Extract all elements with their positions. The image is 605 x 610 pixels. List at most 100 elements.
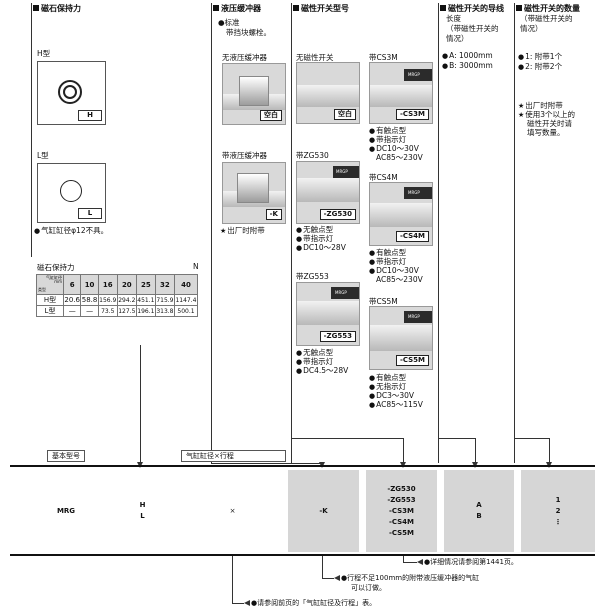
h-type-code: H [78, 110, 102, 121]
cs3m-spec: 带指示灯 [369, 134, 406, 145]
cs5m-spec: 无指示灯 [369, 381, 406, 392]
leader-line-lead [438, 3, 439, 463]
no-buffer-code: 空白 [260, 110, 282, 121]
code-cell-bore-stroke: × [229, 506, 236, 515]
bore-header: 16 [97, 274, 118, 295]
l-type-label: L型 [37, 151, 49, 160]
switch-none-label: 无磁性开关 [296, 53, 334, 62]
magnet-note: 气缸缸径φ12不具。 [34, 225, 108, 236]
bore-header: 6 [62, 274, 82, 295]
connector-count [514, 438, 549, 439]
bore-header: 10 [80, 274, 99, 295]
zg530-code: -ZG530 [319, 209, 356, 220]
cs4m-spec: DC10～30V [369, 265, 419, 276]
switch-count-note2c: 填写数量。 [527, 128, 565, 137]
no-buffer-photo: 空白 [222, 63, 286, 125]
switch-count-1: 1: 附带1个 [518, 51, 562, 62]
code-cell-buffer: -K [288, 470, 359, 552]
zg530-spec: 无触点型 [296, 224, 333, 235]
note-buffer-stroke: ●行程不足100mm的附带液压缓冲器的气缸 [341, 574, 480, 582]
connector-lead [438, 438, 475, 439]
header-switch-count: 磁性开关的数量 [516, 4, 580, 14]
header-lead-length: 磁性开关的导线 [440, 4, 504, 14]
bore-header: 32 [154, 274, 175, 295]
with-buffer-label: 带液压缓冲器 [222, 151, 267, 160]
cs3m-spec: DC10～30V [369, 143, 419, 154]
leader-line-magnet [31, 3, 32, 257]
force-title: 磁石保持力 [37, 263, 75, 272]
connector-switch-down [403, 438, 404, 463]
zg530-photo: MRGP -ZG530 [296, 161, 360, 224]
leader-line-switch [291, 3, 292, 463]
leader-line-magnet-down [140, 345, 141, 463]
header-buffer: 液压缓冲器 [213, 4, 261, 14]
arrow-left-note3 [244, 600, 250, 606]
connector-lead-down [475, 438, 476, 463]
lead-length-desc: 长度 （带磁性开关的 情况） [446, 14, 499, 43]
h-type-label: H型 [37, 49, 51, 58]
switch-count-note2: 使用3个以上的 [518, 109, 575, 120]
cs3m-spec: 有触点型 [369, 125, 406, 136]
switch-none-photo: 空白 [296, 62, 360, 124]
note-line-bore [232, 556, 233, 603]
band-bottom-line [10, 554, 595, 556]
h-type-box: H [37, 61, 106, 125]
arrow-left-note1 [417, 559, 423, 565]
cs3m-code: -CS3M [395, 109, 429, 120]
l-type-circle-icon [60, 180, 82, 202]
cs4m-photo: MRGP -CS4M [369, 182, 433, 246]
note-line-switch [403, 556, 404, 562]
bore-header: 25 [135, 274, 156, 295]
note-switch-detail: ●详细情况请参阅第1441页。 [424, 558, 518, 566]
cs5m-spec: 有触点型 [369, 372, 406, 383]
cs4m-spec: 有触点型 [369, 247, 406, 258]
switch-count-desc: （带磁性开关的 情况） [520, 14, 573, 33]
code-cell-model: MRG [56, 506, 76, 515]
cs4m-label: 带CS4M [369, 173, 398, 182]
switch-none-code: 空白 [334, 109, 356, 120]
bore-stroke-label: 气缸缸径×行程 [181, 450, 286, 462]
code-cell-switch: -ZG530-ZG553-CS3M-CS4M-CS5M [366, 470, 437, 552]
zg553-spec: DC4.5～28V [296, 365, 348, 376]
band-top-line [10, 465, 595, 467]
cs3m-photo: MRGP -CS3M [369, 62, 433, 124]
cs4m-spec: AC85～230V [376, 275, 423, 284]
note-buffer-stroke-2: 可以订做。 [351, 584, 386, 592]
bore-header: 40 [173, 274, 199, 295]
cs5m-spec: DC3～30V [369, 390, 414, 401]
zg530-label: 带ZG530 [296, 151, 329, 160]
table-row: H型 20.6 58.8 156.9 294.2 451.1 715.9 114… [36, 294, 199, 306]
zg553-label: 带ZG553 [296, 272, 329, 281]
buffer-standard-detail: 带挡块螺栓。 [226, 28, 271, 37]
header-magnet: 磁石保持力 [33, 4, 81, 14]
zg530-spec: 带指示灯 [296, 233, 333, 244]
zg553-code: -ZG553 [319, 331, 356, 342]
zg553-spec: 无触点型 [296, 347, 333, 358]
l-type-box: L [37, 163, 106, 223]
switch-count-2: 2: 附带2个 [518, 61, 562, 72]
table-row: L型 — — 73.5 127.5 196.1 313.8 500.1 [36, 305, 199, 317]
note-line-buffer [322, 556, 323, 578]
zg530-spec: DC10～28V [296, 242, 346, 253]
note-line-bore-h [232, 603, 244, 604]
with-buffer-code: -K [265, 209, 282, 220]
leader-line-count [514, 3, 515, 463]
cs5m-spec: AC85～115V [369, 399, 423, 410]
cs5m-label: 带CS5M [369, 297, 398, 306]
bore-header: 20 [116, 274, 137, 295]
cs5m-code: -CS5M [395, 355, 429, 366]
connector-buffer [211, 463, 322, 464]
switch-count-note2b: 磁性开关时请 [527, 119, 572, 128]
zg553-photo: MRGP -ZG553 [296, 282, 360, 346]
cs3m-spec: AC85～230V [376, 153, 423, 162]
h-type-ring-icon [58, 80, 82, 104]
note-line-switch-h [403, 562, 417, 563]
arrow-left-note2 [334, 575, 340, 581]
cs4m-code: -CS4M [395, 231, 429, 242]
lead-length-a: A: 1000mm [442, 51, 493, 60]
